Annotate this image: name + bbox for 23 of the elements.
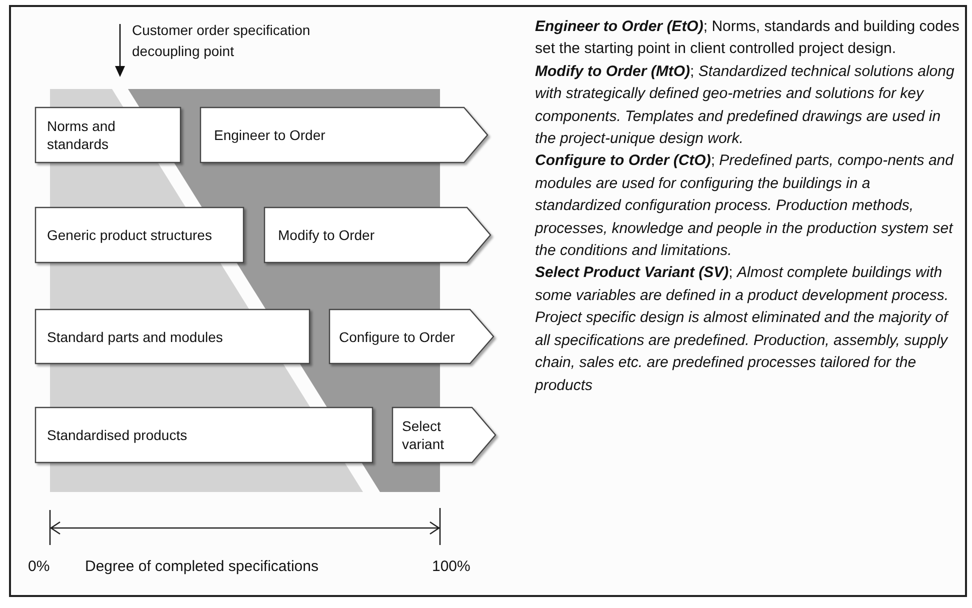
process-box: [35, 407, 373, 463]
box-label: Configure to Order: [339, 328, 455, 346]
process-box: [35, 309, 310, 364]
note-text: Customer order specification decoupling point: [132, 21, 312, 61]
process-box: [35, 207, 244, 263]
description-paragraph: Configure to Order (CtO); Predefined parts, compo-nents and modules are used for configuring the buildings in a standardized configuration process. Production methods, processes, knowledge and people in the production system set the conditions and limitations.: [535, 151, 955, 262]
axis-label: 100%: [432, 557, 472, 577]
axis-label: 0%: [28, 557, 51, 577]
box-label: Generic product structures: [47, 226, 212, 244]
description-paragraph: Modify to Order (MtO); Standardized technical solutions along with strategically defined geo-metries and solutions for key components. Templates and predefined drawings are used in the project-unique design work.: [535, 62, 956, 150]
box-label: Select variant: [402, 417, 446, 453]
pentagon-arrow-box: [264, 207, 491, 263]
pentagon-arrow-box: [329, 309, 494, 364]
pentagon-arrow-box: [200, 107, 488, 163]
process-box: [35, 107, 181, 163]
box-label: Standard parts and modules: [47, 328, 223, 346]
description-paragraph: Engineer to Order (EtO); Norms, standards and building codes set the starting point in client controlled project design.: [535, 17, 960, 60]
box-label: Norms and standards: [47, 117, 116, 153]
box-label: Modify to Order: [278, 226, 374, 244]
axis-title: Degree of completed specifications: [85, 557, 320, 577]
box-label: Standardised products: [47, 426, 188, 444]
box-label: Engineer to Order: [214, 126, 326, 144]
description-paragraph: Select Product Variant (SV); Almost complete buildings with some variables are defined in a product development process. Project specific design is almost eliminated and the majority of all specifications are predefined. Production, assembly, supply chain, sales etc. are predefined processes tailored for the products: [535, 263, 950, 396]
